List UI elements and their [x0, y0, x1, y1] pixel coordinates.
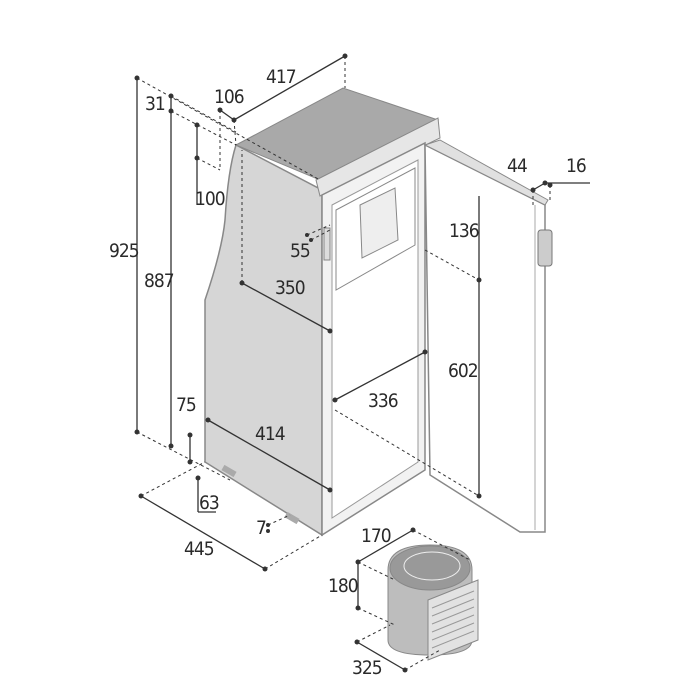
dim-label-body-depth: 414	[255, 423, 285, 445]
dim-label-foot-offset: 63	[199, 492, 219, 514]
dim-label-cabinet-height: 887	[144, 270, 174, 292]
dimension-lines	[136, 55, 590, 671]
dim-label-overall-depth: 445	[184, 538, 214, 560]
dim-label-unit-width: 170	[361, 525, 391, 547]
compressor-top	[389, 545, 471, 591]
dim-label-inner-height: 602	[448, 360, 478, 382]
dim-label-overall-height: 925	[109, 240, 139, 262]
foot-front	[284, 511, 300, 525]
lid-front-strip	[315, 117, 441, 197]
dim-label-door-inner-top: 136	[449, 220, 479, 242]
fridge-door	[424, 143, 546, 533]
dim-label-lid-offset: 106	[214, 86, 244, 108]
dim-label-handle-offset: 55	[290, 240, 310, 262]
compressor-grille	[427, 579, 479, 661]
compressor-top-ring	[403, 551, 461, 581]
dim-label-unit-height: 180	[328, 575, 358, 597]
fridge-side-panel	[204, 143, 323, 537]
dim-label-inner-width: 336	[368, 390, 398, 412]
dim-label-unit-depth: 325	[352, 657, 382, 679]
door-latch	[537, 229, 553, 267]
door-edge	[423, 139, 549, 206]
dim-label-side-recess: 100	[195, 188, 225, 210]
door-handle	[323, 227, 331, 261]
dim-label-door-edge: 16	[566, 155, 586, 177]
foot-rear	[221, 464, 237, 478]
dim-label-inner-depth: 350	[275, 277, 305, 299]
dimension-dots	[134, 53, 553, 673]
dim-label-bottom-step: 75	[176, 394, 196, 416]
grille-slats	[431, 590, 475, 649]
dim-label-foot-height: 7	[256, 517, 266, 539]
dim-label-door-thickness: 44	[507, 155, 527, 177]
freezer-flap	[359, 187, 399, 259]
dim-label-top-step: 31	[145, 93, 165, 115]
dim-label-top-depth: 417	[266, 66, 296, 88]
